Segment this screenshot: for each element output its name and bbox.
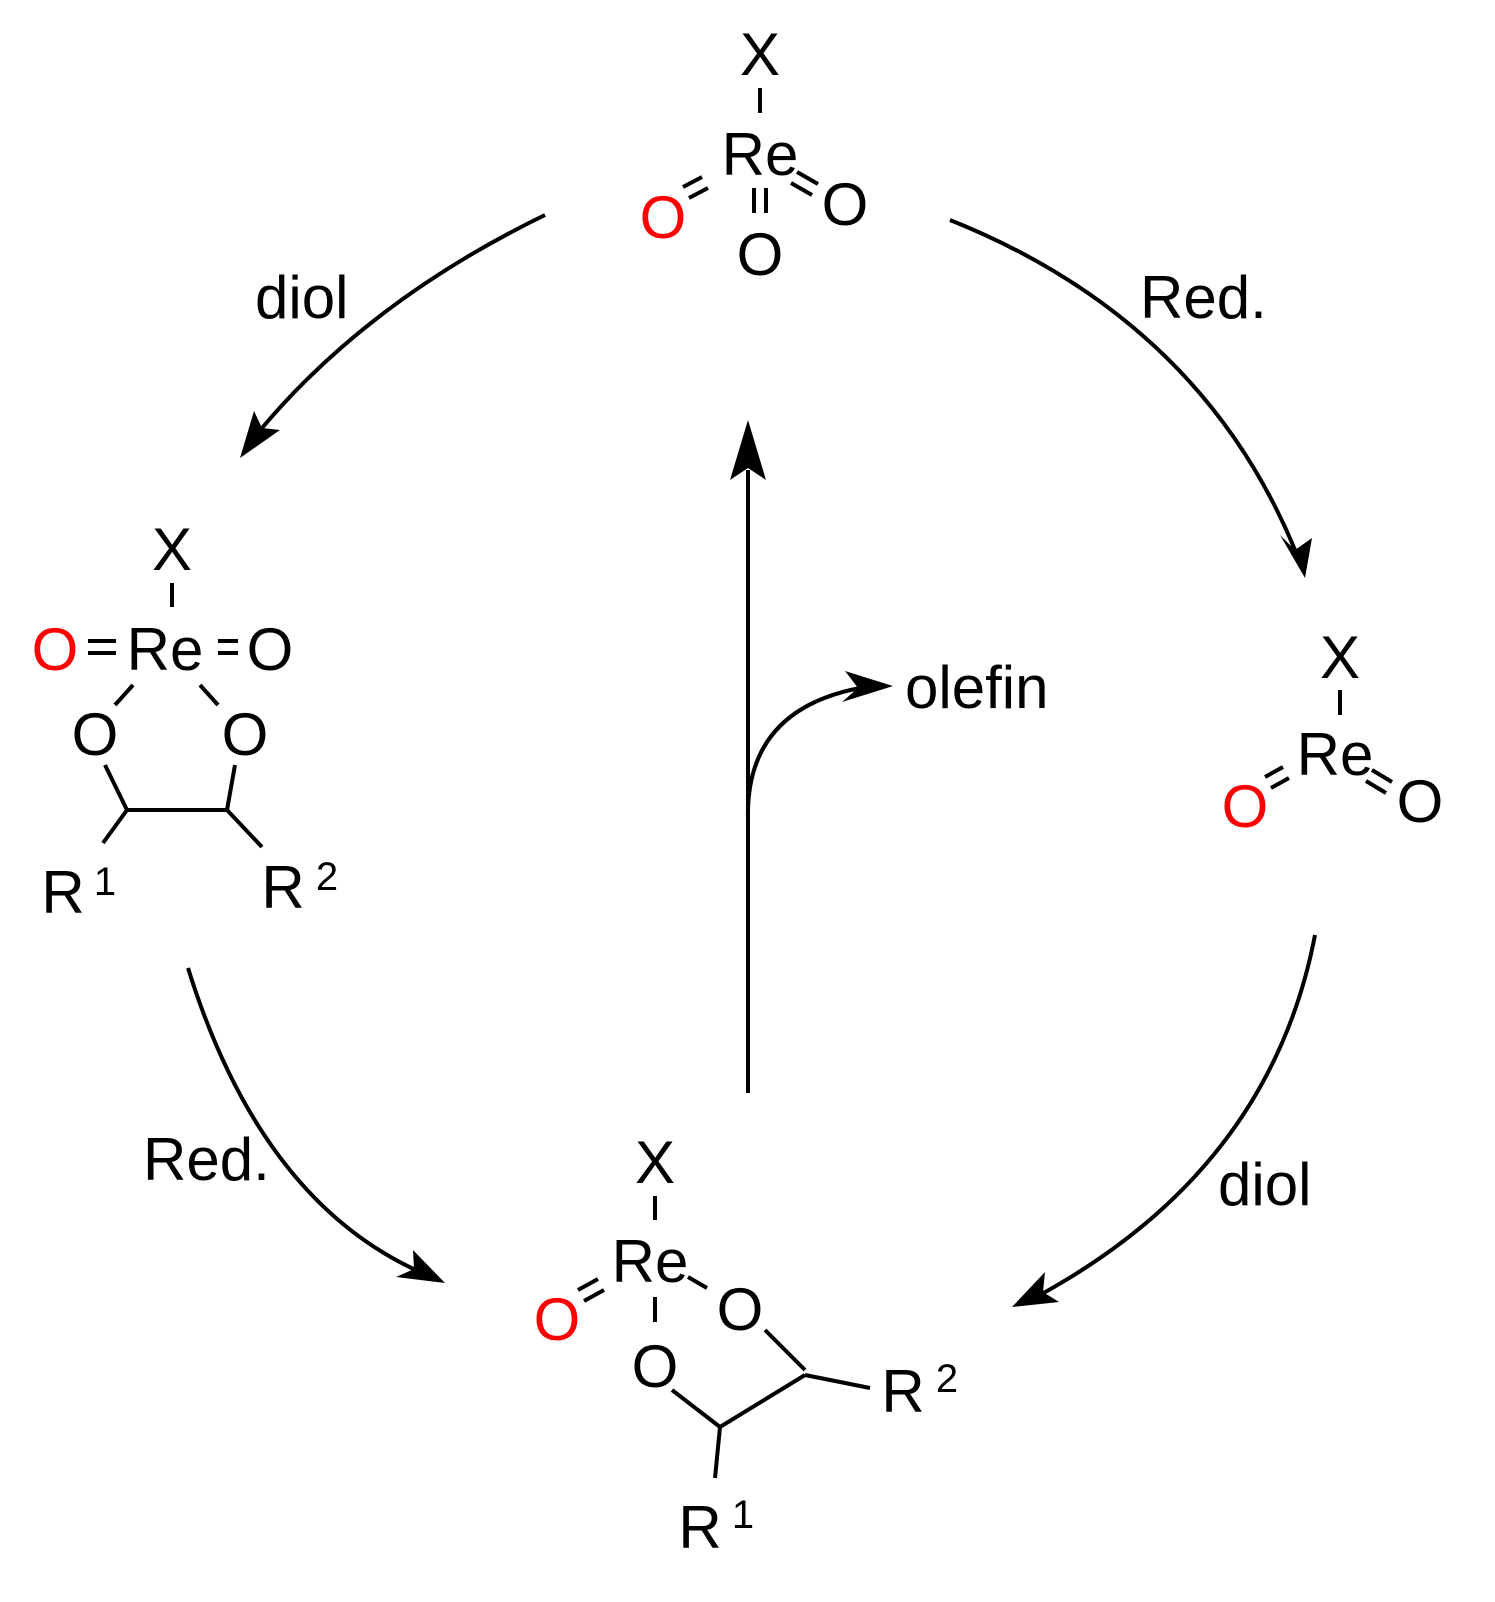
bottom-ligand-x: X bbox=[635, 1129, 675, 1196]
bottom-metal-re: Re bbox=[612, 1228, 689, 1295]
left-oxygen-left-red: O bbox=[32, 616, 79, 683]
bottom-c1-r1-bond bbox=[713, 1426, 722, 1479]
label-diol-left: diol bbox=[255, 264, 348, 331]
top-re-o-right-bond-b bbox=[790, 181, 813, 197]
left-ring-oxygen-1: O bbox=[72, 701, 119, 768]
bottom-o1-c1-bond bbox=[670, 1388, 722, 1429]
left-c1-r1-bond bbox=[101, 808, 129, 845]
right-re-o-right-bond-a bbox=[1370, 768, 1394, 784]
bottom-re-o-left-bond-a bbox=[577, 1277, 599, 1292]
bottom-oxygen-left-red: O bbox=[534, 1286, 581, 1353]
arrow-top-to-left-head bbox=[240, 411, 280, 458]
arrow-olefin-branch-head bbox=[842, 671, 893, 702]
species-bottom: X Re O O O R 2 R 1 bbox=[534, 1129, 958, 1561]
bottom-o2-c2-bond bbox=[763, 1328, 807, 1372]
arrow-left-to-bottom-head bbox=[396, 1250, 445, 1283]
species-right: X Re O O bbox=[1222, 624, 1444, 840]
top-metal-re: Re bbox=[722, 121, 799, 188]
bottom-re-o-left-bond-b bbox=[583, 1288, 605, 1303]
right-oxygen-left-red: O bbox=[1222, 773, 1269, 840]
left-oxygen-right: O bbox=[247, 616, 294, 683]
right-ligand-x: X bbox=[1320, 624, 1360, 691]
label-olefin: olefin bbox=[905, 654, 1048, 721]
top-oxygen-bottom: O bbox=[737, 221, 784, 288]
bottom-superscript-1: 1 bbox=[732, 1493, 754, 1537]
top-re-o-left-bond-a bbox=[682, 175, 703, 189]
right-re-o-left-bond-a bbox=[1264, 765, 1284, 779]
label-red-bottom-left: Red. bbox=[143, 1126, 270, 1193]
arrow-bottom-to-top-head bbox=[730, 420, 766, 480]
right-metal-re: Re bbox=[1297, 721, 1374, 788]
species-top: X Re O O O bbox=[640, 21, 869, 288]
arrow-top-to-left bbox=[260, 213, 546, 430]
top-oxygen-left-red: O bbox=[640, 184, 687, 251]
left-re-o1-bond bbox=[113, 683, 135, 707]
species-left: X Re O O O O R 1 R 2 bbox=[32, 516, 338, 926]
arrow-left-to-bottom bbox=[186, 967, 421, 1274]
bottom-ring-oxygen-1: O bbox=[632, 1333, 679, 1400]
left-ring-oxygen-2: O bbox=[222, 701, 269, 768]
bottom-re-o2-bond bbox=[686, 1275, 709, 1290]
arrow-top-to-right-head bbox=[1280, 535, 1312, 578]
bottom-ring-oxygen-2: O bbox=[717, 1276, 764, 1343]
arrow-top-to-right bbox=[949, 218, 1297, 551]
left-superscript-1: 1 bbox=[94, 860, 116, 904]
left-superscript-2: 2 bbox=[316, 855, 338, 899]
bottom-c1-c2-bond bbox=[718, 1373, 807, 1429]
top-re-o-right-bond-a bbox=[796, 170, 819, 186]
label-red-top-right: Red. bbox=[1140, 264, 1267, 331]
left-substituent-r2: R bbox=[261, 854, 304, 921]
right-re-o-left-bond-b bbox=[1270, 776, 1290, 790]
bottom-substituent-r1: R bbox=[678, 1494, 721, 1561]
left-ligand-x: X bbox=[152, 516, 192, 583]
left-o1-c1-bond bbox=[103, 764, 129, 811]
left-c2-r2-bond bbox=[225, 808, 264, 849]
top-oxygen-right: O bbox=[822, 171, 869, 238]
right-oxygen-right: O bbox=[1397, 768, 1444, 835]
top-ligand-x: X bbox=[740, 21, 780, 88]
bottom-c2-r2-bond bbox=[804, 1373, 871, 1390]
bottom-superscript-2: 2 bbox=[936, 1357, 958, 1401]
label-diol-right: diol bbox=[1218, 1151, 1311, 1218]
left-re-o2-bond bbox=[198, 683, 220, 707]
arrow-olefin-branch bbox=[745, 686, 861, 821]
top-re-o-left-bond-b bbox=[688, 186, 709, 200]
right-re-o-right-bond-b bbox=[1364, 779, 1388, 795]
bottom-substituent-r2: R bbox=[881, 1358, 924, 1425]
left-metal-re: Re bbox=[127, 616, 204, 683]
arrow-right-to-bottom-head bbox=[1012, 1272, 1059, 1307]
arrow-right-to-bottom bbox=[1037, 934, 1317, 1298]
left-o2-c2-bond bbox=[225, 764, 237, 811]
left-substituent-r1: R bbox=[41, 859, 84, 926]
